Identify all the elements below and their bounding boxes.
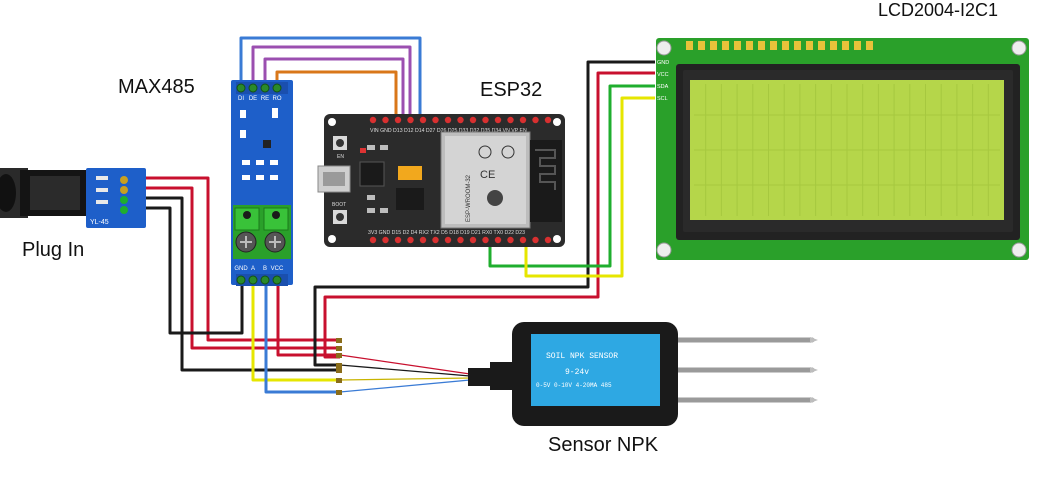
esp32-bottom-pin xyxy=(532,236,539,244)
wire-lcd-scl-yellow xyxy=(524,96,655,278)
esp32-board: VIN GND D13 D12 D14 D27 D26 D25 D33 D32 … xyxy=(317,114,565,247)
esp32-bottom-pin-labels: 3V3 GND D15 D2 D4 RX2 TX2 D5 D18 D19 D21… xyxy=(368,230,525,236)
wire-plug-black-1 xyxy=(126,196,340,372)
wire-lcd-vcc-red xyxy=(323,71,655,359)
sensor-wire-red xyxy=(339,354,471,375)
esp32-top-pin xyxy=(419,116,427,124)
esp32-top-pin xyxy=(532,116,539,124)
esp32-bottom-pin xyxy=(419,236,427,244)
esp32-title: ESP32 xyxy=(480,79,543,101)
esp32-bottom-pin xyxy=(444,236,452,244)
esp32-bottom-pin xyxy=(482,236,489,244)
esp32-bottom-pin xyxy=(507,236,514,244)
lcd-header-pin xyxy=(830,41,837,50)
esp32-top-pin xyxy=(444,116,452,124)
max485-module: DI DE RE RO GND A B VCC xyxy=(231,80,293,286)
lcd-header-pin xyxy=(758,41,765,50)
lcd-header-pin xyxy=(686,41,693,50)
lcd-header-pin xyxy=(698,41,705,50)
wire-plug-red-1 xyxy=(126,176,340,342)
lcd-pin-vcc: VCC xyxy=(657,72,669,78)
lcd-header-pin xyxy=(866,41,873,50)
lcd-header-pin xyxy=(710,41,717,50)
esp32-bottom-pin xyxy=(519,236,527,244)
lcd-header-pin xyxy=(842,41,849,50)
sensor-wire-blue xyxy=(339,379,471,393)
lcd-module: GND VCC SDA SCL xyxy=(656,38,1029,260)
plug-silk-text: YL-45 xyxy=(90,219,109,226)
lcd-pin-sda: SDA xyxy=(657,84,669,90)
esp32-bottom-pin xyxy=(469,236,477,244)
lcd-title: LCD2004-I2C1 xyxy=(878,0,999,20)
esp32-boot-label: BOOT xyxy=(332,202,346,208)
wire-lcd-sda-green xyxy=(488,84,655,268)
max485-pin-ro: RO xyxy=(273,96,282,102)
lcd-header-pin xyxy=(734,41,741,50)
sensor-label-line3: 0-5V 0-10V 4-20MA 485 xyxy=(536,382,612,389)
sensor-label-line2: 9-24v xyxy=(565,368,589,377)
lcd-header-pin xyxy=(746,41,753,50)
lcd-header-pin xyxy=(818,41,825,50)
lcd-header-pin xyxy=(794,41,801,50)
lcd-pin-scl: SCL xyxy=(657,96,668,102)
sensor-title: Sensor NPK xyxy=(548,434,659,456)
max485-pin-re: RE xyxy=(261,96,269,102)
esp32-top-pin xyxy=(469,116,477,124)
plug-in-title: Plug In xyxy=(22,239,85,261)
max485-pin-di: DI xyxy=(238,96,244,102)
esp32-top-pin xyxy=(494,116,502,124)
esp32-bottom-pin xyxy=(457,236,464,244)
esp32-top-pin xyxy=(382,116,389,124)
esp32-top-pin xyxy=(544,116,552,124)
wire-max-a-yellow xyxy=(251,278,340,382)
esp32-bottom-pin xyxy=(494,236,502,244)
esp32-top-pin xyxy=(432,116,439,124)
esp32-bottom-pin xyxy=(544,236,552,244)
lcd-header-pin xyxy=(806,41,813,50)
max485-pin-a: A xyxy=(251,266,255,272)
wire-di-blue xyxy=(239,36,422,118)
wire-max-vcc-red xyxy=(276,278,340,357)
wire-re-purple xyxy=(263,57,405,118)
lcd-header-pin xyxy=(770,41,777,50)
lcd-header-pin xyxy=(722,41,729,50)
esp32-top-pin xyxy=(394,116,402,124)
esp32-top-pin-labels: VIN GND D13 D12 D14 D27 D26 D25 D33 D32 … xyxy=(370,128,527,134)
esp32-top-pin xyxy=(457,116,464,124)
esp32-bottom-pin xyxy=(382,236,389,244)
esp32-top-pin xyxy=(482,116,489,124)
plug-in-module: YL-45 xyxy=(0,168,146,228)
max485-pin-de: DE xyxy=(249,96,257,102)
lcd-header-pin xyxy=(782,41,789,50)
wire-de-purple xyxy=(251,45,412,118)
esp32-top-pin xyxy=(369,116,377,124)
lcd-pin-gnd: GND xyxy=(657,60,669,66)
svg-text:CE: CE xyxy=(480,169,495,181)
esp32-bottom-pin xyxy=(407,236,414,244)
wire-lcd-gnd-black xyxy=(313,60,655,367)
esp32-top-pin xyxy=(519,116,527,124)
esp32-bottom-pin xyxy=(432,236,439,244)
max485-pin-gnd: GND xyxy=(234,266,248,272)
esp32-top-pin xyxy=(407,116,414,124)
sensor-wire-black xyxy=(339,364,471,377)
esp32-top-pin xyxy=(507,116,514,124)
lcd-header-pin xyxy=(854,41,861,50)
max485-pin-vcc: VCC xyxy=(271,266,284,272)
esp32-module-text: ESP-WROOM-32 xyxy=(466,174,472,222)
esp32-bottom-pin xyxy=(369,236,377,244)
npk-sensor: SOIL NPK SENSOR 9-24v 0-5V 0-10V 4-20MA … xyxy=(468,322,818,426)
sensor-wire-yellow xyxy=(339,377,471,381)
sensor-label-line1: SOIL NPK SENSOR xyxy=(546,352,618,361)
wire-plug-black-2 xyxy=(126,206,244,335)
max485-title: MAX485 xyxy=(118,76,195,98)
wire-ro-orange xyxy=(275,70,398,118)
esp32-en-label: EN xyxy=(337,154,344,160)
max485-pin-b: B xyxy=(263,266,267,272)
esp32-bottom-pin xyxy=(394,236,402,244)
wire-max-b-blue xyxy=(264,278,340,394)
